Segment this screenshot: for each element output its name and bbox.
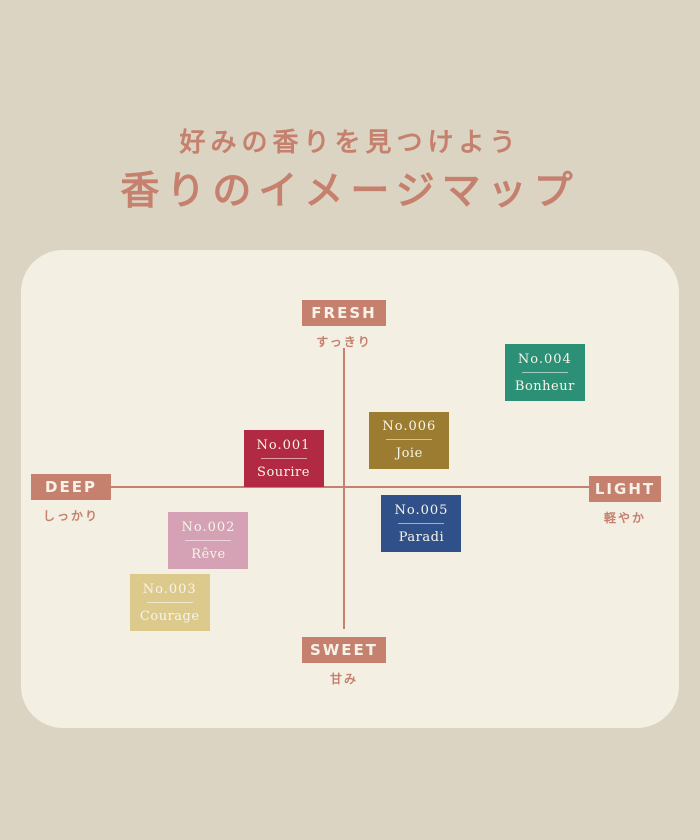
- axis-light: LIGHT 軽やか: [589, 476, 661, 526]
- product-number: No.001: [256, 437, 311, 453]
- axis-sweet: SWEET 甘み: [302, 637, 386, 687]
- axis-deep: DEEP しっかり: [31, 474, 111, 524]
- horizontal-axis-line: [111, 486, 589, 488]
- product-divider: [521, 371, 568, 373]
- axis-fresh-label: FRESH: [302, 300, 386, 326]
- axis-sweet-label: SWEET: [302, 637, 386, 663]
- product-number: No.005: [394, 502, 449, 518]
- product-divider: [146, 601, 193, 603]
- product-name: Courage: [139, 608, 200, 624]
- product-name: Rêve: [191, 546, 226, 562]
- product-name: Sourire: [257, 464, 310, 480]
- product-name: Paradi: [398, 529, 445, 545]
- product-number: No.004: [517, 351, 572, 367]
- axis-fresh: FRESH すっきり: [302, 300, 386, 350]
- product-number: No.006: [382, 419, 437, 435]
- product-name: Bonheur: [514, 378, 575, 394]
- vertical-axis-line: [343, 348, 345, 629]
- axis-deep-sublabel: しっかり: [42, 509, 99, 523]
- page-title: 香りのイメージマップ: [120, 169, 580, 214]
- page-subtitle: 好みの香りを見つけよう: [179, 128, 521, 158]
- product-number: No.002: [181, 519, 236, 535]
- product-divider: [398, 522, 445, 524]
- axis-light-sublabel: 軽やか: [603, 511, 646, 525]
- axis-deep-label: DEEP: [31, 474, 111, 500]
- axis-fresh-sublabel: すっきり: [316, 335, 372, 349]
- axis-sweet-sublabel: 甘み: [329, 672, 358, 686]
- product-divider: [185, 539, 232, 541]
- product-divider: [386, 439, 433, 441]
- product-number: No.003: [142, 581, 197, 597]
- product-name: Joie: [395, 446, 423, 462]
- product-divider: [260, 457, 307, 459]
- axis-light-label: LIGHT: [589, 476, 661, 502]
- image-map-card: FRESH すっきり DEEP しっかり LIGHT 軽やか SWEET 甘み …: [21, 250, 679, 728]
